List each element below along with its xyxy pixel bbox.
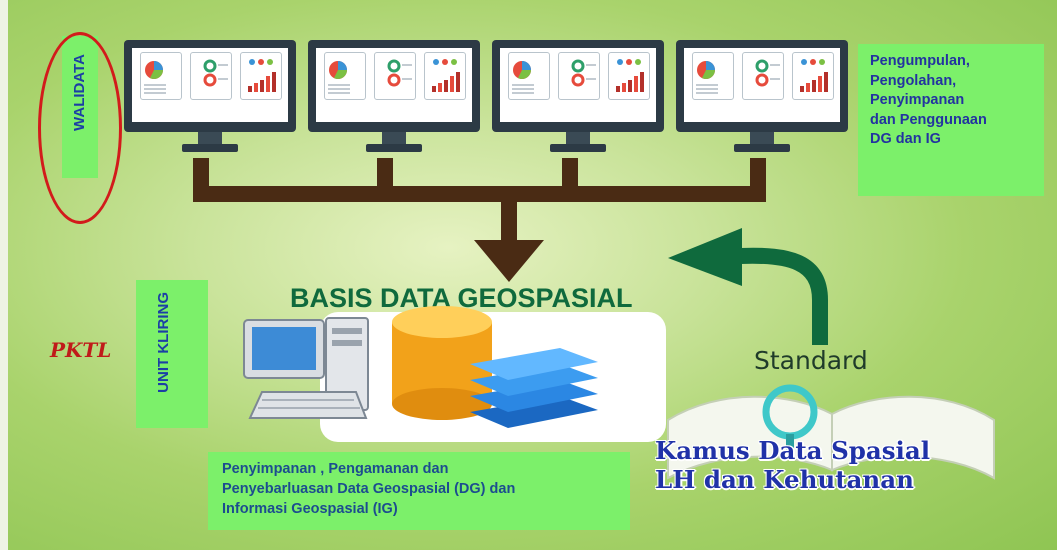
bar-mark xyxy=(254,83,258,92)
gauge-ring-mark xyxy=(755,59,769,73)
widget-text-line xyxy=(144,88,166,90)
bar-mark xyxy=(800,86,804,92)
pie-slice-mark xyxy=(150,70,163,79)
bar-mark xyxy=(812,80,816,92)
gauge-ring-mark xyxy=(571,59,585,73)
widget-text-line xyxy=(512,92,534,94)
pie-slice-mark xyxy=(522,61,531,70)
walidata-highlight-oval xyxy=(38,32,122,224)
green-standard-arrow xyxy=(668,228,828,345)
pktl-label: PKTL xyxy=(50,338,112,362)
bar-mark xyxy=(438,83,442,92)
dictionary-title-line1: Kamus Data Spasial xyxy=(655,436,931,465)
dictionary-title: Kamus Data Spasial LH dan Kehutanan xyxy=(655,436,930,494)
kliring-role-note: Penyimpanan , Pengamanan dan Penyebarlua… xyxy=(208,452,630,530)
widget-text-line xyxy=(696,92,718,94)
gauge-ring-mark xyxy=(203,59,217,73)
widget-text-line xyxy=(218,78,228,80)
widget-text-line xyxy=(144,92,166,94)
widget-text-line xyxy=(144,84,166,86)
open-book-icon xyxy=(667,395,995,480)
legend-dot-mark xyxy=(451,59,457,65)
gauge-ring-mark xyxy=(755,73,769,87)
pie-slice-mark xyxy=(518,70,531,79)
widget-text-line xyxy=(512,88,534,90)
gauge-ring-mark xyxy=(387,59,401,73)
bar-mark xyxy=(432,86,436,92)
widget-text-line xyxy=(402,64,412,66)
note-line: Penyimpanan xyxy=(870,92,965,108)
widget-text-line xyxy=(696,88,718,90)
pie-slice-mark xyxy=(334,70,347,79)
note-line: Pengolahan, xyxy=(870,72,957,89)
legend-dot-mark xyxy=(635,59,641,65)
widget-text-line xyxy=(770,78,780,80)
pie-chart-widget xyxy=(140,52,182,100)
pie-slice-mark xyxy=(154,61,163,70)
bar-mark xyxy=(456,72,460,92)
pie-slice-mark xyxy=(338,61,347,70)
bar-mark xyxy=(266,76,270,92)
bar-mark xyxy=(622,83,626,92)
database-cylinder-icon xyxy=(392,306,492,420)
legend-dot-mark xyxy=(810,59,816,65)
note-line: dan Penggunaan xyxy=(870,111,987,128)
widget-text-line xyxy=(328,84,350,86)
bar-mark xyxy=(634,76,638,92)
legend-dot-mark xyxy=(433,59,439,65)
bar-mark xyxy=(248,86,252,92)
desktop-computer-icon xyxy=(243,317,369,419)
legend-dot-mark xyxy=(267,59,273,65)
walidata-role-note: Pengumpulan, Pengolahan, Penyimpanan dan… xyxy=(858,44,1044,196)
bar-mark xyxy=(806,83,810,92)
pie-slice-mark xyxy=(702,70,715,79)
widget-text-line xyxy=(586,78,596,80)
widget-text-line xyxy=(770,64,780,66)
pie-slice-mark xyxy=(706,61,715,70)
legend-dot-mark xyxy=(442,59,448,65)
bar-mark xyxy=(640,72,644,92)
bar-mark xyxy=(824,72,828,92)
legend-dot-mark xyxy=(801,59,807,65)
bar-mark xyxy=(616,86,620,92)
dictionary-title-line2: LH dan Kehutanan xyxy=(655,465,914,494)
legend-dot-mark xyxy=(258,59,264,65)
unit-kliring-label-box: UNIT KLIRING xyxy=(136,280,208,428)
note-line: Penyebarluasan Data Geospasial (DG) dan xyxy=(222,481,516,497)
widget-text-line xyxy=(402,78,412,80)
note-line: DG dan IG xyxy=(870,131,941,147)
legend-dot-mark xyxy=(626,59,632,65)
legend-dot-mark xyxy=(617,59,623,65)
brown-collector-arrow xyxy=(193,158,766,282)
bar-mark xyxy=(818,76,822,92)
standard-label: Standard xyxy=(754,346,868,375)
gauge-ring-mark xyxy=(387,73,401,87)
gauge-ring-mark xyxy=(571,73,585,87)
widget-text-line xyxy=(696,84,718,86)
widget-text-line xyxy=(328,88,350,90)
magnifier-icon xyxy=(762,384,818,450)
widget-text-line xyxy=(328,92,350,94)
note-line: Pengumpulan, xyxy=(870,53,970,69)
bar-mark xyxy=(450,76,454,92)
bar-mark xyxy=(444,80,448,92)
bar-mark xyxy=(260,80,264,92)
legend-dot-mark xyxy=(819,59,825,65)
legend-dot-mark xyxy=(249,59,255,65)
note-line: Informasi Geospasial (IG) xyxy=(222,501,398,517)
widget-text-line xyxy=(586,64,596,66)
bar-mark xyxy=(628,80,632,92)
note-line: Penyimpanan , Pengamanan dan xyxy=(222,461,449,477)
gauge-ring-mark xyxy=(203,73,217,87)
widget-text-line xyxy=(218,64,228,66)
widget-text-line xyxy=(512,84,534,86)
bar-mark xyxy=(272,72,276,92)
map-layers-icon xyxy=(470,348,598,428)
